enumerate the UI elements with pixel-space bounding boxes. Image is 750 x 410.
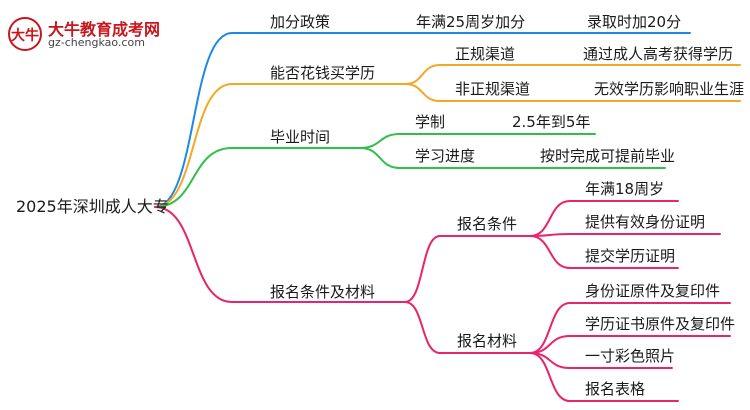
sub-node: 学习进度 [415, 147, 476, 165]
root-node: 2025年深圳成人大专 [16, 197, 169, 216]
connector-line [529, 233, 721, 237]
leaf-node: 按时完成可提前毕业 [540, 147, 676, 165]
connector-line [529, 352, 679, 402]
connector-line [154, 206, 406, 303]
connector-line [404, 235, 531, 303]
connector-line [529, 235, 679, 269]
leaf-node: 提供有效身份证明 [585, 213, 706, 231]
leaf-node: 年满18周岁 [585, 180, 665, 198]
branch-node: 毕业时间 [270, 128, 331, 146]
connector-line [359, 147, 666, 169]
connector-line [154, 32, 691, 208]
connector-line [154, 83, 406, 208]
logo-icon: 大牛 [8, 17, 42, 51]
branch-node: 加分政策 [270, 13, 331, 31]
sub-node: 报名条件 [457, 215, 518, 233]
connector-line [529, 200, 679, 237]
leaf-node: 身份证原件及复印件 [585, 282, 721, 300]
leaf-node: 无效学历影响职业生涯 [594, 80, 745, 98]
leaf-node: 一寸彩色照片 [585, 347, 676, 365]
connector-line [404, 83, 741, 102]
logo-url: gz-chengkao.com [48, 36, 145, 49]
connector-line [529, 302, 731, 354]
connector-line [359, 133, 596, 149]
connector-line [529, 335, 731, 354]
leaf-node: 提交学历证明 [585, 247, 676, 265]
connector-line [404, 301, 531, 354]
logo-name: 大牛教育成考网 [48, 20, 161, 39]
sub-node: 学制 [415, 113, 446, 131]
connector-line [154, 147, 361, 208]
sub-node: 年满25周岁加分 [416, 13, 526, 31]
sub-node: 正规渠道 [455, 45, 516, 63]
leaf-node: 2.5年到5年 [512, 113, 591, 131]
sub-node: 非正规渠道 [455, 80, 531, 98]
leaf-node: 报名表格 [585, 380, 646, 398]
leaf-node: 通过成人高考获得学历 [583, 45, 734, 63]
branch-node: 报名条件及材料 [270, 283, 376, 301]
leaf-node: 学历证书原件及复印件 [585, 315, 736, 333]
branch-node: 能否花钱买学历 [270, 64, 376, 82]
leaf-node: 录取时加20分 [587, 13, 682, 31]
site-logo[interactable]: 大牛 大牛教育成考网 gz-chengkao.com [8, 14, 168, 54]
connector-line [404, 64, 741, 85]
sub-node: 报名材料 [457, 332, 518, 350]
